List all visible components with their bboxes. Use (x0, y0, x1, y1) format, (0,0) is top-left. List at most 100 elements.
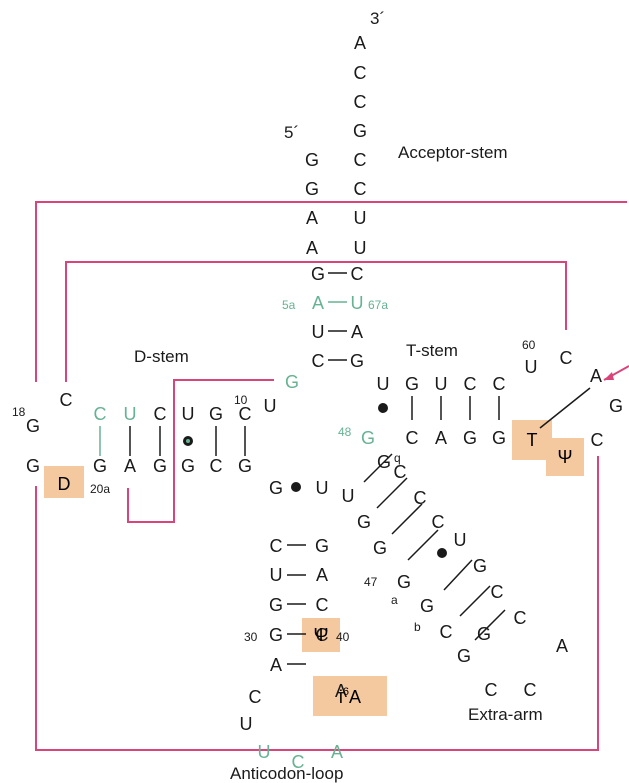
nucleotide: C (154, 404, 167, 424)
nucleotide: U (525, 357, 538, 377)
nucleotide: C (270, 536, 283, 556)
outer-frame (35, 201, 627, 382)
nucleotide: C (354, 63, 367, 83)
dot-ex (437, 548, 447, 558)
nucleotide: G (397, 572, 411, 592)
d-box (44, 466, 84, 498)
nucleotide: G (26, 456, 40, 476)
nucleotide: C (591, 430, 604, 450)
nucleotide: A (435, 428, 447, 448)
d-stem-label: D-stem (134, 347, 189, 366)
nucleotide: C (312, 351, 325, 371)
nucleotide: G (315, 536, 329, 556)
nucleotide: G (357, 512, 371, 532)
nucleotide: C (292, 752, 305, 772)
nucleotide: C (351, 264, 364, 284)
nucleotide: C (210, 456, 223, 476)
nucleotide: A (306, 208, 318, 228)
highlight-boxes (44, 420, 584, 716)
i6a-box (313, 676, 387, 716)
modified-i6a: i6A (339, 686, 361, 707)
nucleotide: U (354, 208, 367, 228)
number-48: 48 (338, 425, 352, 439)
nucleotide: C (464, 374, 477, 394)
number-60: 60 (522, 338, 536, 352)
dot-ac (291, 482, 301, 492)
nucleotide: G (350, 351, 364, 371)
extra-arm-label: Extra-arm (468, 705, 543, 724)
psi-t-box (546, 438, 584, 476)
nucleotide: G (373, 538, 387, 558)
nucleotide: C (406, 428, 419, 448)
psi-anticodon-box (302, 618, 340, 652)
modified-psi-t: Ψ (557, 447, 572, 467)
modified-t: T (527, 430, 538, 450)
nucleotide: G (463, 428, 477, 448)
arrow-head (604, 372, 614, 380)
dot-t (378, 403, 388, 413)
nucleotide: C (354, 179, 367, 199)
nucleotide: U (270, 565, 283, 585)
nucleotide: C (414, 488, 427, 508)
nucleotide: G (405, 374, 419, 394)
nucleotide: G (153, 456, 167, 476)
frame-lines (35, 201, 627, 751)
nucleotide: U (264, 396, 277, 416)
nucleotide: A (312, 293, 324, 313)
nucleotide: G (26, 416, 40, 436)
nucleotide: U (377, 374, 390, 394)
nucleotide: A (335, 681, 347, 701)
inner-frame (65, 261, 567, 382)
nucleotide: G (209, 404, 223, 424)
nucleotide: G (305, 150, 319, 170)
d-junction-frame (127, 379, 274, 523)
nucleotide: C (493, 374, 506, 394)
nucleotide: G (181, 456, 195, 476)
label-a: a (391, 593, 398, 607)
nucleotide: A (556, 636, 568, 656)
nucleotide: C (432, 512, 445, 532)
five-prime-label: 5´ (284, 123, 299, 142)
nucleotide: C (440, 622, 453, 642)
nucleotide: U (342, 486, 355, 506)
nucleotide: C (316, 595, 329, 615)
nucleotide: C (394, 462, 407, 482)
nucleotide: G (238, 456, 252, 476)
nucleotide: C (485, 680, 498, 700)
nucleotide: G (93, 456, 107, 476)
nucleotide: U (182, 404, 195, 424)
t-box (512, 420, 552, 460)
nucleotide: A (351, 322, 363, 342)
nucleotide: G (269, 625, 283, 645)
bonds-green (99, 301, 347, 456)
acceptor-stem-label: Acceptor-stem (398, 143, 508, 162)
nucleotide: C (94, 404, 107, 424)
bonds (129, 272, 591, 665)
nucleotide: C (524, 680, 537, 700)
nucleotide: A (306, 238, 318, 258)
nucleotides: A C C G C C U U C U A G G G A A G A U C … (26, 33, 623, 772)
nucleotide: G (377, 452, 391, 472)
nucleotide: A (316, 565, 328, 585)
label-b: b (414, 620, 421, 634)
nucleotide: C (560, 348, 573, 368)
nucleotide: C (514, 608, 527, 628)
modified-psi-anticodon: Ψ (313, 625, 328, 645)
modified-d: D (58, 474, 71, 494)
nucleotide: G (311, 264, 325, 284)
nucleotide: U (435, 374, 448, 394)
nucleotide: G (353, 121, 367, 141)
nucleotide: U (351, 293, 364, 313)
nucleotide: G (477, 624, 491, 644)
number-67a: 67a (368, 298, 388, 312)
nucleotide: G (269, 595, 283, 615)
nucleotide: U (240, 714, 253, 734)
nucleotide: A (124, 456, 136, 476)
nucleotide: C (316, 625, 329, 645)
three-prime-label: 3´ (370, 9, 385, 28)
number-18: 18 (12, 405, 26, 419)
number-20a: 20a (90, 482, 110, 496)
nucleotide: G (285, 372, 299, 392)
